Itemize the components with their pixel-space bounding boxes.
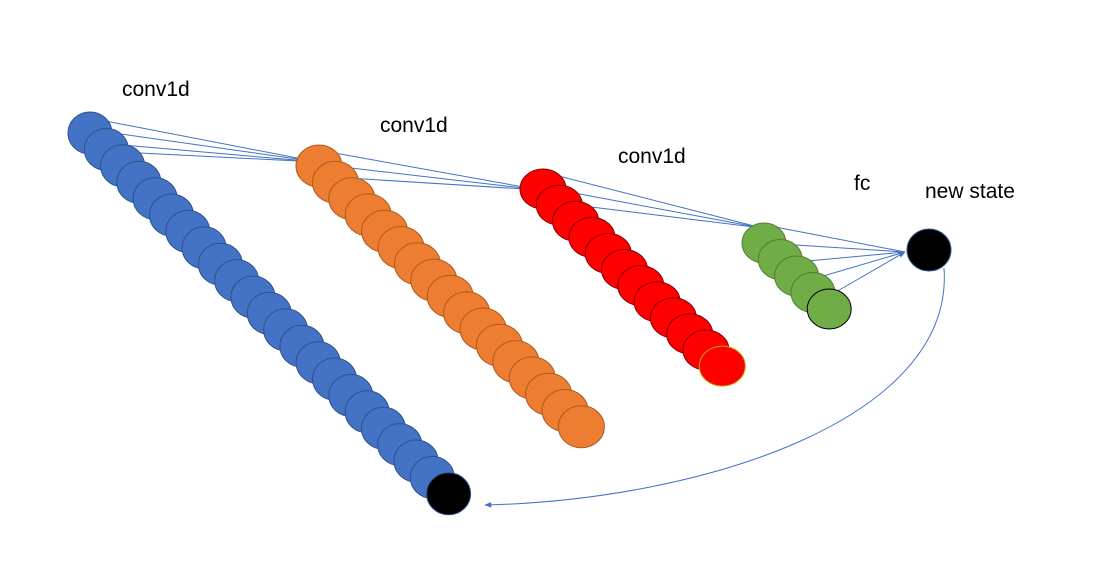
layer3-label: conv1d — [618, 145, 686, 168]
output-label: new state — [925, 180, 1015, 203]
connector-line — [764, 224, 906, 253]
connector-arrow — [574, 204, 763, 231]
connector-line — [542, 171, 763, 229]
layer1-label: conv1d — [122, 78, 190, 101]
connector-arrow — [139, 152, 319, 165]
fc-layer — [741, 222, 852, 330]
conv1d-layer-1-node — [557, 405, 605, 449]
connector-arrow — [347, 177, 541, 193]
connectors — [89, 117, 945, 508]
connector-line — [121, 144, 319, 163]
conv1d-layer-1 — [295, 144, 605, 449]
connector-line — [106, 131, 319, 163]
new-state-node — [906, 228, 952, 272]
feedback-arrow — [484, 267, 945, 508]
input-layer-node — [426, 472, 472, 516]
layer4-label: fc — [854, 172, 870, 195]
input-layer — [67, 111, 472, 516]
conv1d-layer-2 — [519, 168, 746, 387]
conv1d-layer-2-node — [698, 345, 746, 387]
connector-arrow — [828, 251, 906, 297]
fc-layer-node — [806, 288, 852, 330]
new-state-layer — [906, 228, 952, 272]
connector-line — [812, 251, 906, 280]
connector-line — [779, 243, 906, 253]
connector-line — [796, 251, 906, 263]
connector-line — [317, 149, 541, 191]
layer2-label: conv1d — [380, 114, 448, 137]
connector-line — [557, 189, 763, 229]
connector-line — [333, 165, 541, 191]
connector-line — [89, 117, 319, 163]
